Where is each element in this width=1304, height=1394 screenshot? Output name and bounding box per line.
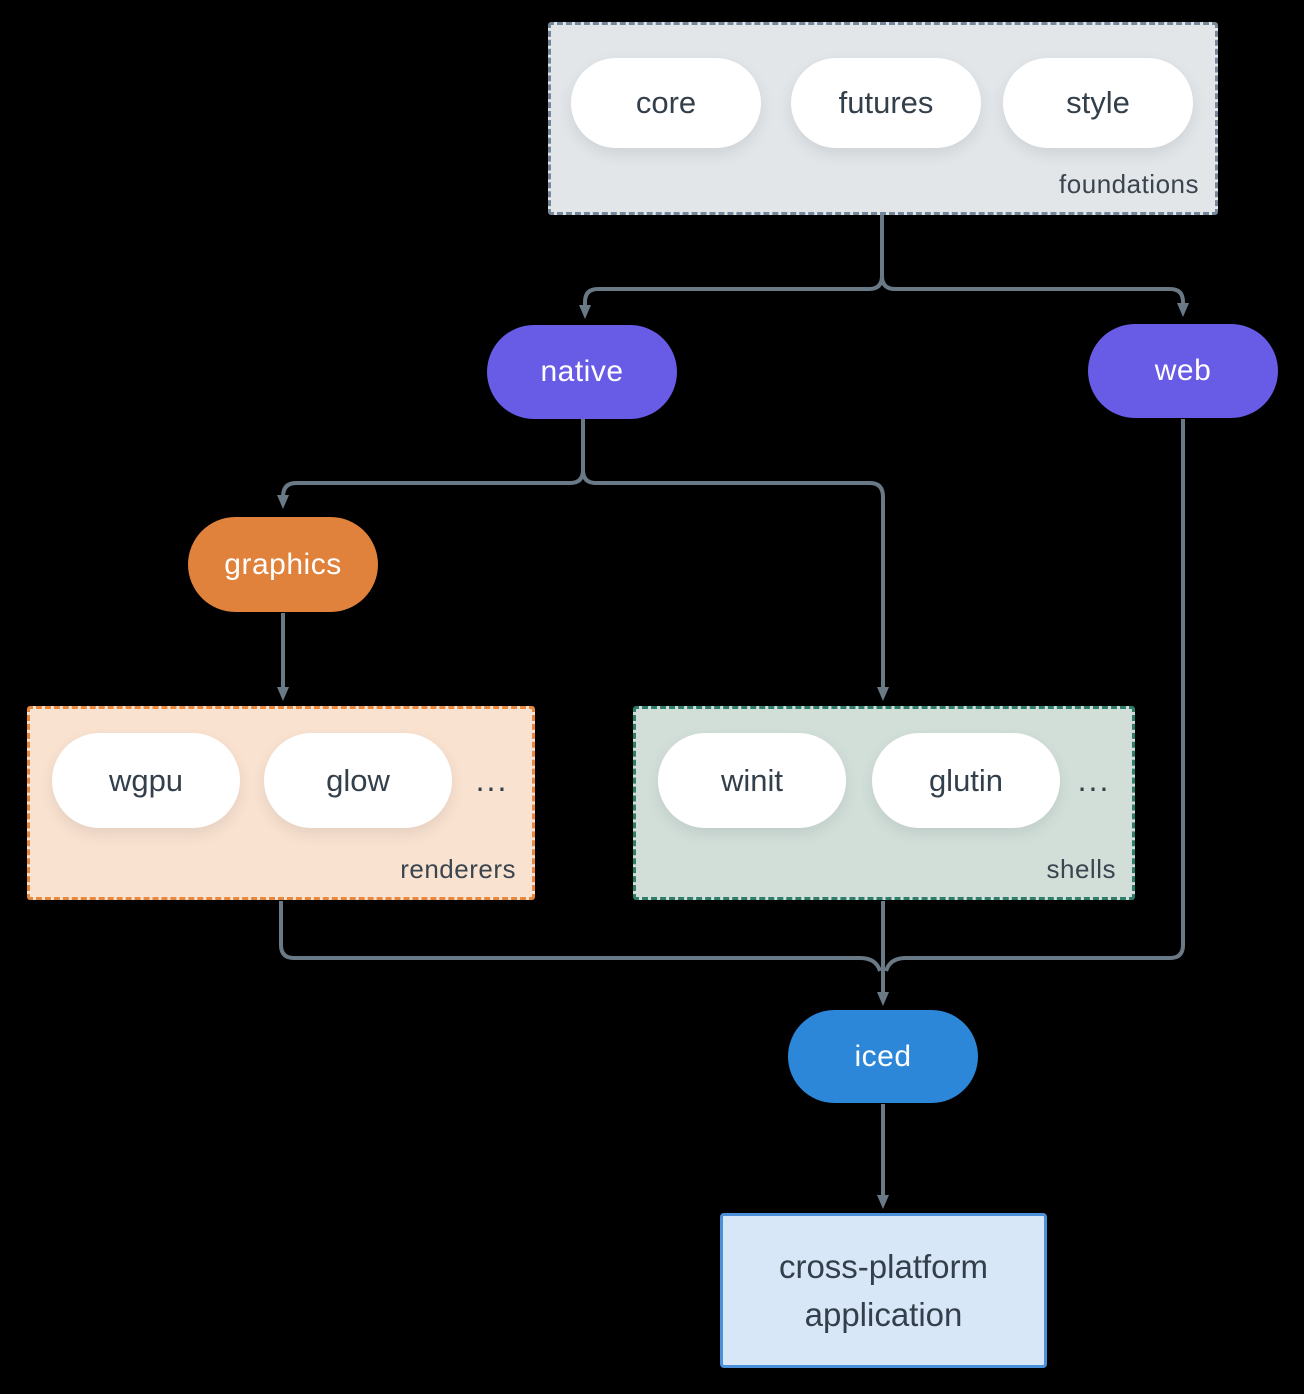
edge-renderers-merge [279,901,882,972]
edge-native-graphics [277,419,585,509]
edge-native-shells [581,469,889,701]
edge-web-merge [884,419,1185,972]
application-label-line1: cross-platform [778,1247,989,1285]
renderers-group: wgpu glow ... renderers [27,706,535,900]
renderers-ellipsis: ... [475,762,509,798]
renderers-label: renderers [400,854,516,884]
crate-winit-pill: winit [658,733,846,828]
crate-glutin-pill: glutin [872,733,1060,828]
node-cross-platform-application: cross-platform application [720,1213,1047,1368]
edge-foundations-web [880,275,1189,317]
crate-wgpu-pill: wgpu [52,733,240,828]
node-native: native [487,325,677,419]
shells-group: winit glutin ... shells [633,706,1135,900]
node-graphics: graphics [188,517,378,612]
foundations-group: core futures style foundations [548,22,1218,215]
shells-ellipsis: ... [1077,762,1111,798]
crate-core-pill: core [571,58,761,148]
node-web: web [1088,324,1278,418]
shells-label: shells [1046,854,1116,884]
crate-style-pill: style [1003,58,1193,148]
edge-foundations-native [579,214,884,319]
crate-futures-pill: futures [791,58,981,148]
foundations-label: foundations [1059,169,1199,199]
node-iced: iced [788,1010,978,1103]
crate-glow-pill: glow [264,733,452,828]
application-label-line2: application [804,1295,963,1333]
